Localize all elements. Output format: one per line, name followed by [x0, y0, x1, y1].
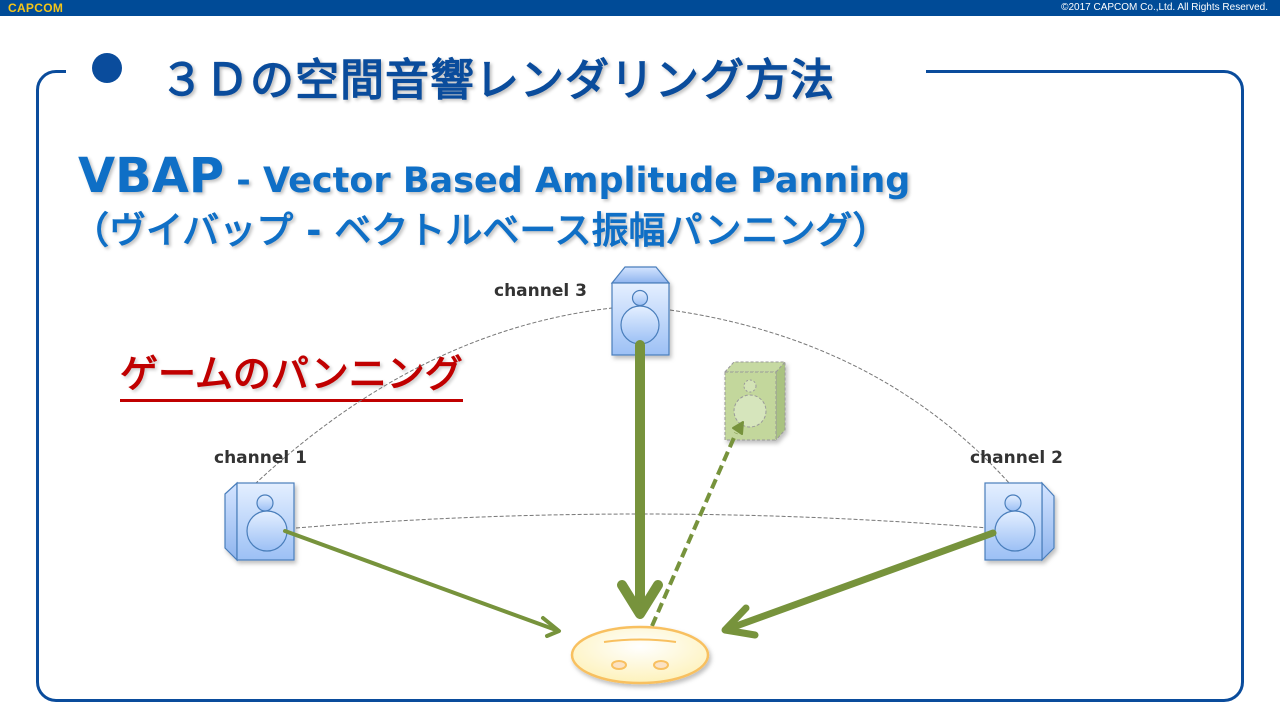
vbap-full-name: - Vector Based Amplitude Panning — [224, 161, 911, 201]
frame-title-gap — [66, 60, 926, 84]
virtual-speaker-icon — [723, 361, 787, 442]
arc-ch1-ch3 — [254, 307, 613, 485]
speaker-channel-1 — [224, 481, 295, 562]
channel-3-label: channel 3 — [494, 281, 587, 301]
speaker-channel-2 — [984, 481, 1055, 562]
vbap-abbreviation: VBAP — [78, 148, 225, 204]
copyright-text: ©2017 CAPCOM Co.,Ltd. All Rights Reserve… — [1061, 2, 1268, 13]
top-bar: CAPCOM ©2017 CAPCOM Co.,Ltd. All Rights … — [0, 0, 1280, 16]
vbap-japanese-name: （ヴイバップ - ベクトルベース振幅パンニング） — [72, 209, 890, 252]
arc-ch3-ch2 — [669, 309, 1011, 485]
channel-2-label: channel 2 — [970, 448, 1063, 468]
arrow-channel-2 — [721, 529, 997, 639]
vbap-heading: VBAP - Vector Based Amplitude Panning — [78, 148, 910, 204]
speaker-channel-3 — [610, 266, 671, 356]
listener-face-icon — [570, 625, 710, 685]
arrow-virtual-source — [650, 421, 744, 627]
capcom-logo: CAPCOM — [8, 1, 64, 15]
arrow-channel-3 — [617, 340, 663, 619]
section-title: ３Ｄの空間音響レンダリング方法 — [160, 55, 835, 106]
bullet-icon — [92, 53, 122, 83]
channel-1-label: channel 1 — [214, 448, 307, 468]
arrow-channel-1 — [283, 529, 561, 638]
game-panning-heading: ゲームのパンニング — [120, 343, 463, 402]
